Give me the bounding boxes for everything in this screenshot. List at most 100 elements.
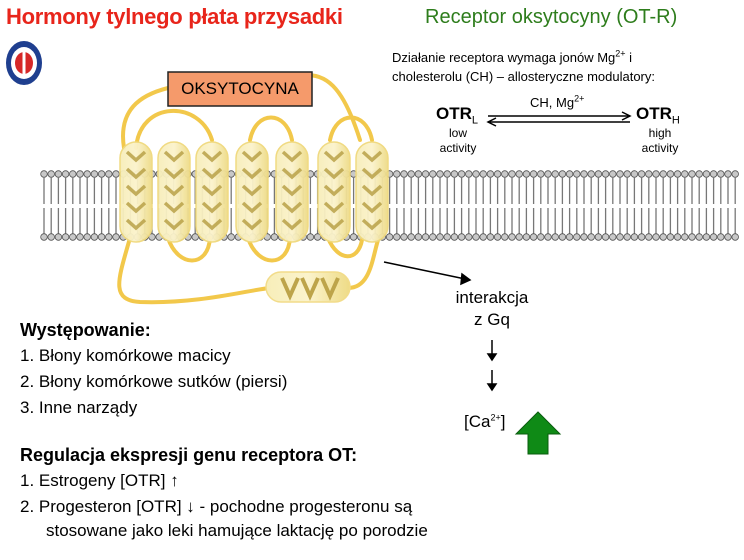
lipid-head (645, 170, 653, 178)
list-item: 3. Inne narządy (20, 398, 138, 417)
lipid-head (630, 233, 639, 241)
lipid-head (393, 170, 401, 178)
slide-title: Hormony tylnego płata przysadki (6, 4, 343, 29)
lipid-head (652, 233, 660, 241)
lipid-head (709, 170, 718, 178)
lipid-head (97, 233, 106, 241)
lipid-head (105, 233, 113, 241)
list-item: 2. Progesteron [OTR] ↓ - pochodne proges… (20, 497, 413, 516)
lipid-head (695, 170, 703, 178)
lipid-head (90, 170, 99, 178)
lipid-head (666, 170, 675, 178)
lipid-head (587, 170, 595, 178)
helix-5 (275, 141, 309, 243)
lipid-head (623, 170, 631, 178)
lipid-head (551, 233, 559, 241)
lipid-head (594, 170, 603, 178)
lipid-head (493, 233, 502, 241)
helix-6 (317, 141, 351, 243)
lipid-head (414, 233, 423, 241)
lipid-head (306, 233, 315, 241)
lipid-head (616, 170, 624, 178)
lipid-head (472, 170, 480, 178)
lipid-head (565, 170, 574, 178)
lipid-head (580, 233, 588, 241)
lipid-head (414, 170, 423, 178)
lipid-head (724, 170, 732, 178)
modulation-note-line2: cholesterolu (CH) – allosteryczne modula… (392, 69, 655, 84)
lipid-head (724, 233, 732, 241)
lipid-head (558, 233, 567, 241)
lipid-head (565, 233, 574, 241)
lipid-head (54, 170, 63, 178)
lipid-head (601, 233, 610, 241)
lipid-head (385, 233, 394, 241)
lipid-head (594, 233, 603, 241)
lipid-head (493, 170, 502, 178)
lipid-head (515, 233, 523, 241)
lipid-head (652, 170, 660, 178)
lipid-head (673, 233, 682, 241)
lipid-head (90, 233, 99, 241)
lipid-head (436, 233, 444, 241)
lipid-head (429, 170, 437, 178)
lipid-head (457, 233, 466, 241)
lipid-head (105, 170, 113, 178)
helix-7 (355, 141, 389, 243)
lipid-head (54, 233, 63, 241)
lipid-head (407, 233, 415, 241)
gq-interaction-line2: z Gq (474, 310, 510, 329)
lipid-head (508, 233, 516, 241)
lipid-head (400, 170, 408, 178)
oxytocin-ligand (167, 71, 313, 107)
lipid-head (443, 233, 451, 241)
lipid-head (537, 233, 545, 241)
lipid-head (349, 233, 358, 241)
lipid-head (450, 233, 459, 241)
lipid-head (61, 233, 70, 241)
lipid-head (76, 233, 84, 241)
lipid-head (709, 233, 718, 241)
lipid-head (702, 170, 711, 178)
lipid-head (421, 170, 430, 178)
lipid-head (400, 233, 408, 241)
lipid-head (573, 233, 581, 241)
lipid-head (40, 233, 48, 241)
increase-arrow-icon (514, 411, 562, 455)
lipid-head (47, 170, 55, 178)
lipid-head (681, 233, 689, 241)
lipid-head (529, 170, 538, 178)
occurrence-heading: Występowanie: (20, 320, 151, 340)
lipid-head (731, 233, 739, 241)
lipid-head (313, 233, 322, 241)
lipid-head (112, 233, 120, 241)
otr-high-label: OTRH (636, 104, 680, 127)
lipid-head (227, 170, 235, 178)
lipid-head (522, 170, 531, 178)
list-item: 2. Błony komórkowe sutków (piersi) (20, 372, 288, 391)
lipid-head (112, 170, 120, 178)
lipid-head (501, 170, 509, 178)
lipid-head (609, 233, 617, 241)
lipid-head (47, 233, 55, 241)
slide-subtitle: Receptor oksytocyny (OT-R) (425, 6, 678, 28)
lipid-head (695, 233, 703, 241)
lipid-head (537, 170, 545, 178)
lipid-head (465, 170, 473, 178)
lipid-head (429, 233, 437, 241)
lipid-head (421, 233, 430, 241)
lipid-head (659, 233, 667, 241)
lipid-head (681, 170, 689, 178)
lipid-head (97, 170, 106, 178)
lipid-head (551, 170, 559, 178)
lipid-head (465, 233, 473, 241)
lipid-head (666, 233, 675, 241)
lipid-head (717, 170, 725, 178)
lipid-head (702, 233, 711, 241)
lipid-head (587, 233, 595, 241)
lipid-head (522, 233, 531, 241)
lipid-head (515, 170, 523, 178)
